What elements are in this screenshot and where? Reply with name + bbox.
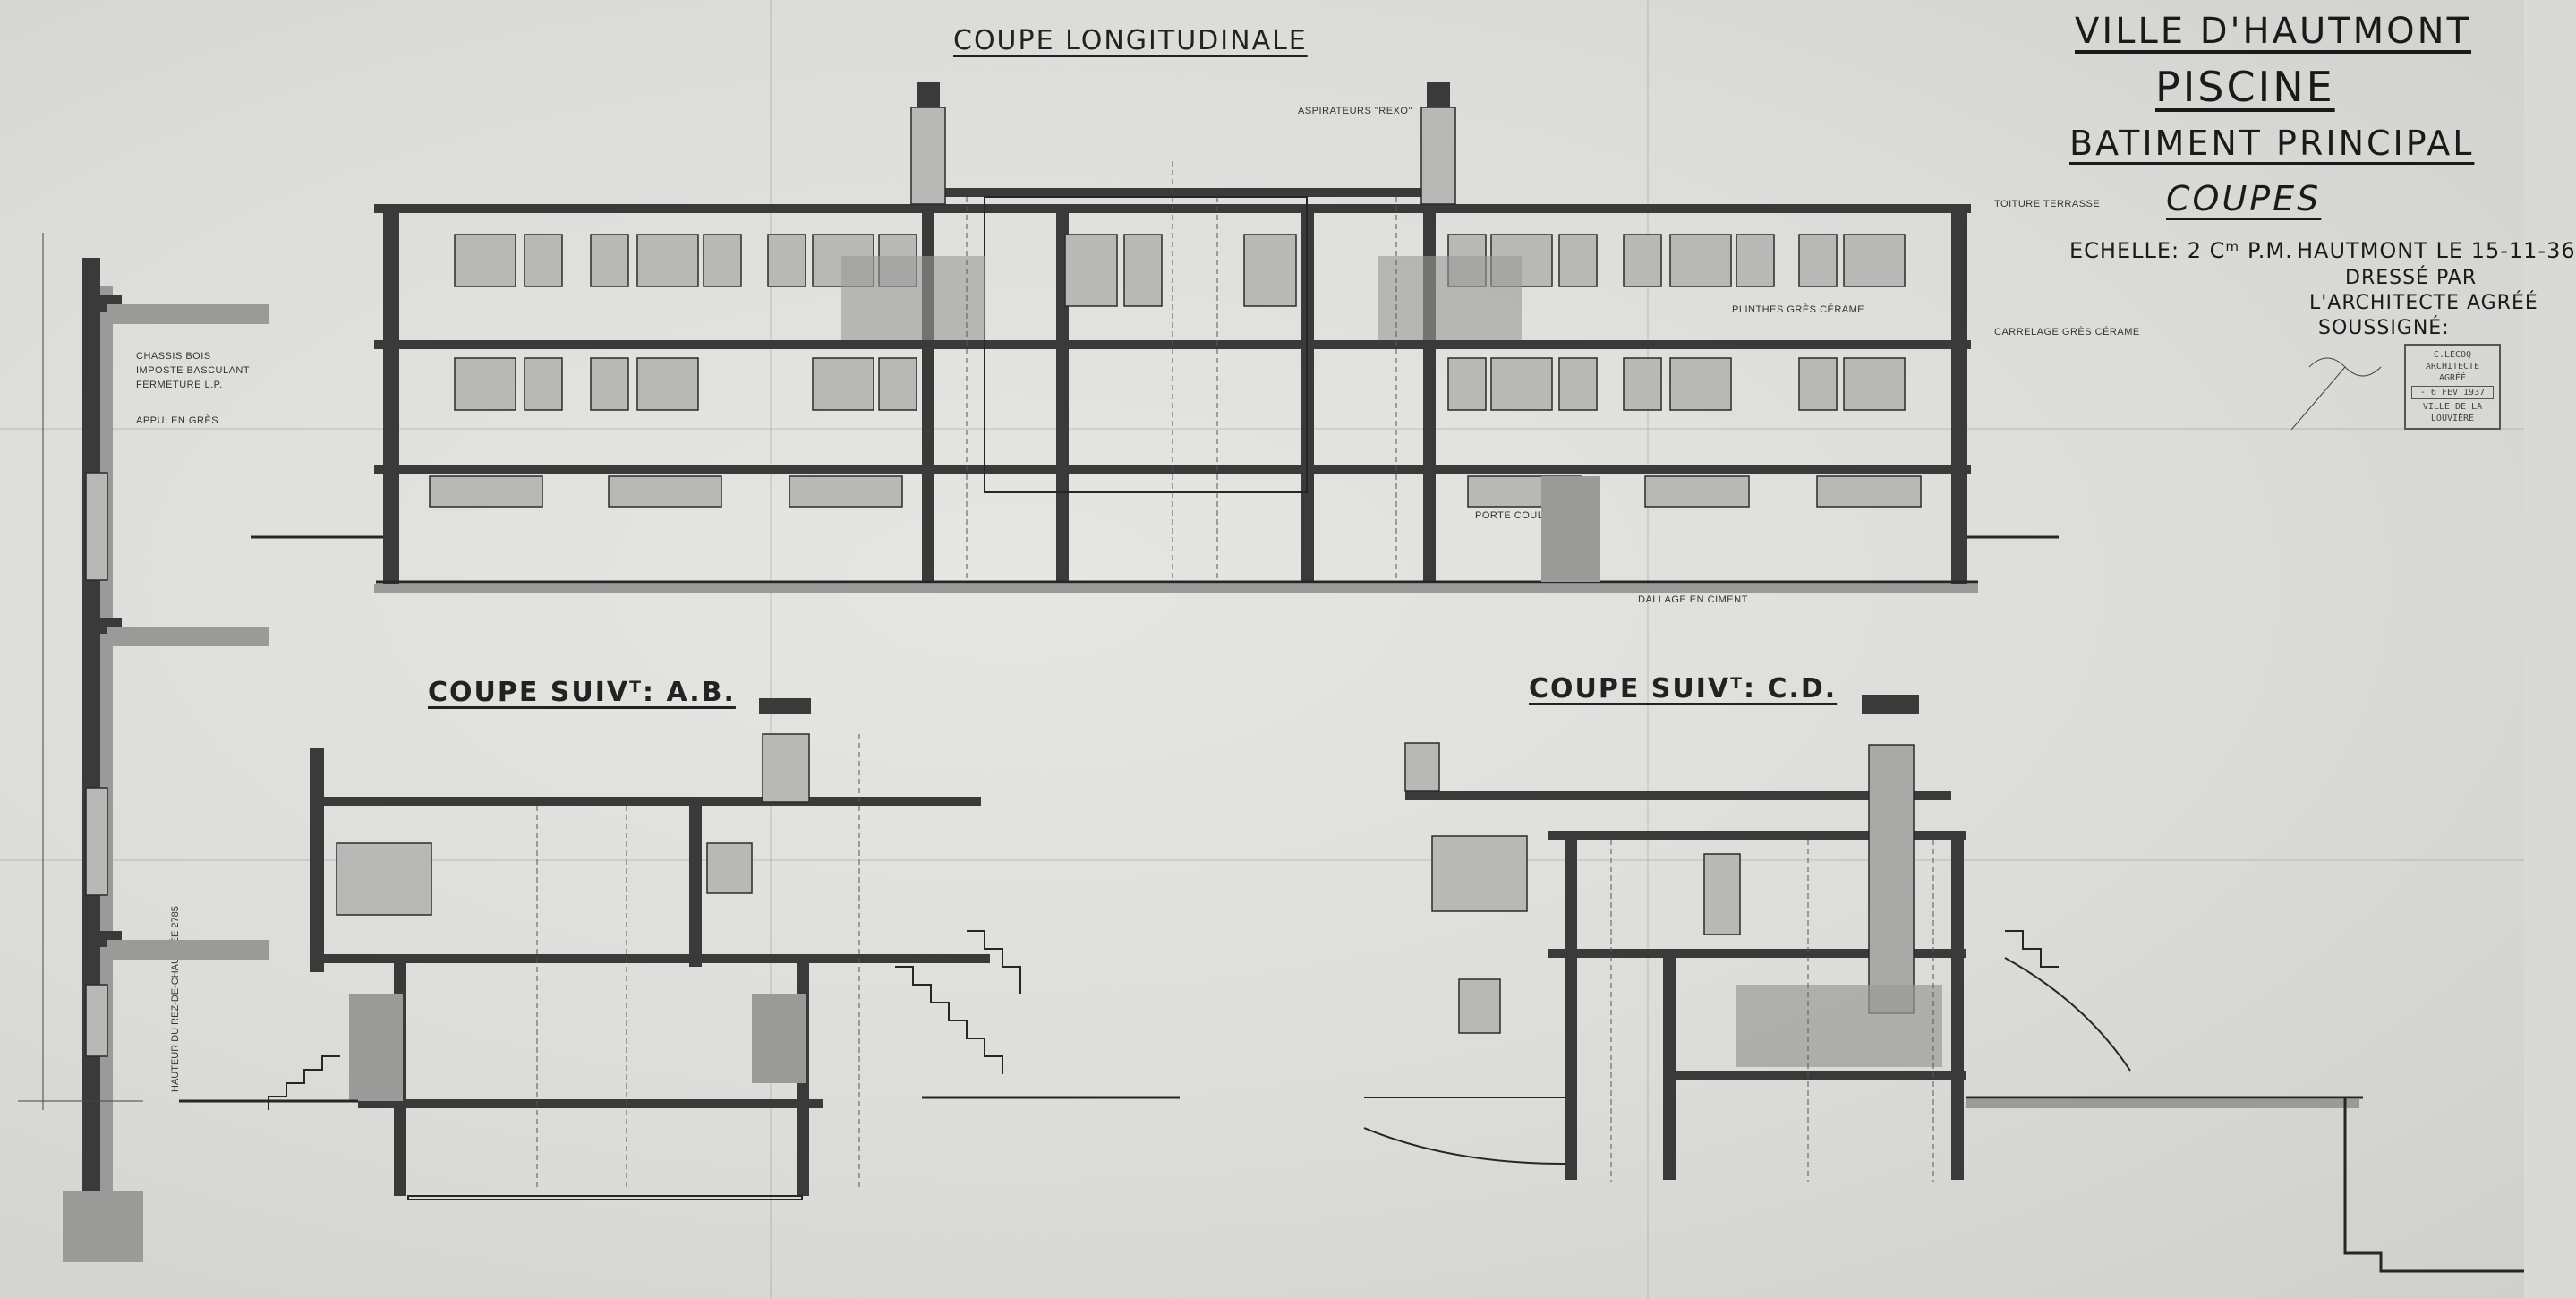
section-cd xyxy=(1363,695,2524,1273)
paper-fold xyxy=(1647,0,1649,1298)
annotation-appui: APPUI EN GRÈS xyxy=(136,415,219,426)
architectural-drawing xyxy=(18,82,2524,1273)
wall-detail xyxy=(18,233,269,1262)
paper-fold xyxy=(0,859,2524,861)
title-coupe-ab: COUPE SUIVᵀ: A.B. xyxy=(428,677,736,708)
title-block-signature-3: SOUSSIGNÉ: xyxy=(2318,317,2450,339)
stamp-line: - 6 FEV 1937 xyxy=(2411,386,2494,399)
annotation-chassis: CHASSIS BOIS xyxy=(136,351,211,362)
title-block-scale: ECHELLE: 2 Cᵐ P.M. xyxy=(2069,238,2293,263)
paper-fold xyxy=(770,0,772,1298)
annotation-plinthe: PLINTHES GRÈS CÉRAME xyxy=(1732,304,1865,315)
stamp-line: VILLE DE LA LOUVIÈRE xyxy=(2422,402,2483,423)
paper-fold xyxy=(0,428,2524,430)
section-ab xyxy=(179,698,1180,1200)
title-block-signature-1: DRESSÉ PAR xyxy=(2345,267,2478,289)
title-block-signature-2: L'ARCHITECTE AGRÉÉ xyxy=(2309,292,2538,314)
middle-windows xyxy=(454,357,1906,411)
title-block-building: BATIMENT PRINCIPAL xyxy=(2069,124,2475,163)
annotation-fermeture: FERMETURE L.P. xyxy=(136,380,223,390)
title-block-sheet: COUPES xyxy=(2166,179,2322,218)
annotation-dallage: DALLAGE EN CIMENT xyxy=(1638,594,1748,605)
annotation-aspirateur: ASPIRATEURS "REXO" xyxy=(1298,106,1412,116)
architect-stamp: C.LECOQ ARCHITECTE AGRÉÉ - 6 FEV 1937 VI… xyxy=(2404,344,2501,430)
lower-windows xyxy=(429,475,1922,582)
stamp-line: ARCHITECTE AGRÉÉ xyxy=(2425,362,2480,383)
upper-windows xyxy=(454,234,1906,307)
title-coupe-cd: COUPE SUIVᵀ: C.D. xyxy=(1529,673,1838,705)
annotation-carrelage: CARRELAGE GRÈS CÉRAME xyxy=(1994,327,2140,337)
title-block-date: HAUTMONT LE 15-11-36 xyxy=(2297,238,2576,263)
annotation-imposte: IMPOSTE BASCULANT xyxy=(136,365,251,376)
title-coupe-longitudinale: COUPE LONGITUDINALE xyxy=(953,25,1308,56)
annotation-toiture: TOITURE TERRASSE xyxy=(1994,199,2101,209)
title-block-project: PISCINE xyxy=(2155,63,2335,111)
title-block-city: VILLE D'HAUTMONT xyxy=(2075,11,2472,52)
stamp-line: C.LECOQ xyxy=(2433,350,2472,360)
longitudinal-section xyxy=(251,82,2059,593)
